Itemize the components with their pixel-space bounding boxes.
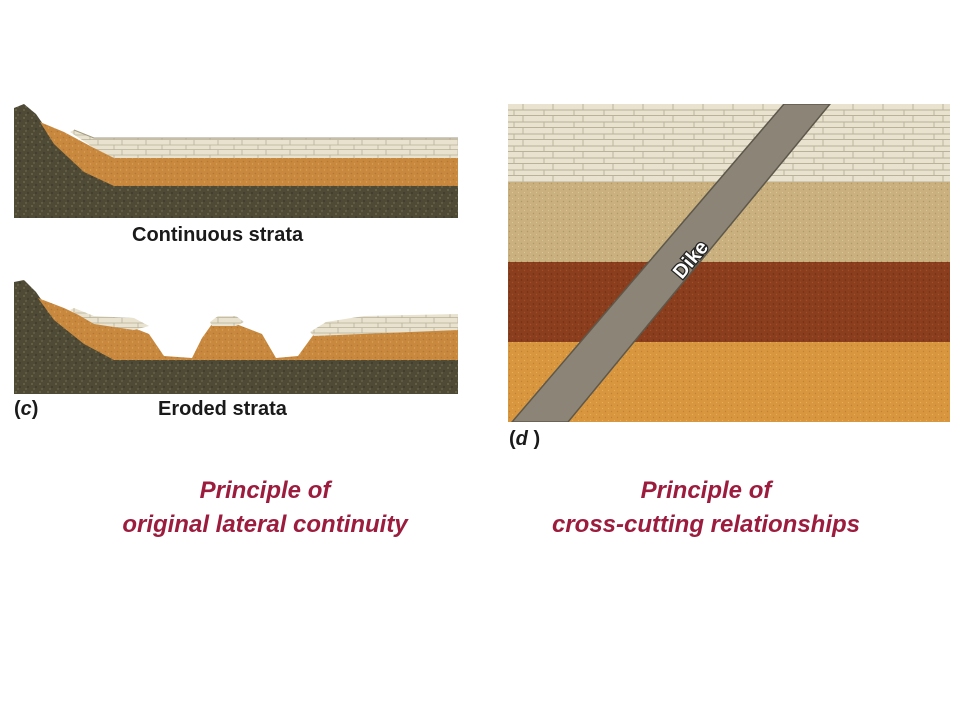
eroded-strata-diagram <box>14 278 458 396</box>
limestone-layer-middle <box>210 316 244 326</box>
dark-basement-layer <box>14 280 458 394</box>
caption-line: original lateral continuity <box>122 511 408 538</box>
limestone-layer-right <box>310 314 458 336</box>
continuous-strata-label: Continuous strata <box>132 224 304 246</box>
caption-line: cross-cutting relationships <box>551 511 861 538</box>
orange-layer <box>38 298 458 360</box>
caption-line: Principle of <box>199 477 331 504</box>
red-shale-layer <box>508 262 950 342</box>
dark-basement-layer <box>14 104 458 218</box>
limestone-layer-left <box>70 308 149 330</box>
limestone-layer <box>70 130 458 158</box>
dike <box>511 104 831 422</box>
panel-d-letter: (d ) <box>509 428 541 450</box>
lateral-continuity-caption: Principle of original lateral continuity <box>60 474 470 542</box>
eroded-strata-label: Eroded strata <box>158 398 287 420</box>
cross-cutting-dike-diagram: Dike <box>508 104 950 422</box>
continuous-strata-diagram <box>14 100 458 222</box>
panel-c-letter: (c) <box>14 398 39 420</box>
cross-cutting-caption: Principle of cross-cutting relationships <box>496 474 916 542</box>
caption-line: Principle of <box>640 477 772 504</box>
